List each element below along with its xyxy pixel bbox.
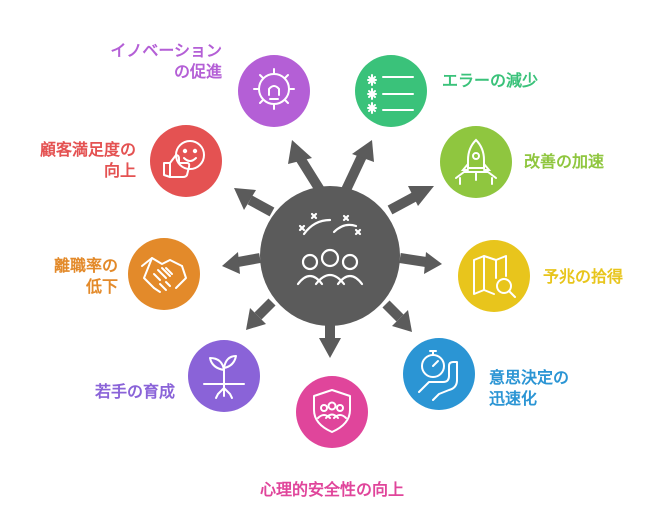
handshake-icon (141, 257, 187, 293)
satisfaction-node (150, 125, 222, 197)
arrow-improvement (387, 191, 419, 215)
satisfaction-label-line-1: 顧客満足度の (39, 140, 136, 159)
safety-label-line-1: 心理的安全性の向上 (259, 480, 404, 499)
innovation-label-line-1: イノベーション (110, 41, 222, 60)
team-celebration-icon (296, 212, 364, 286)
turnover-label-line-2: 低下 (85, 277, 118, 296)
arrow-errors (341, 153, 367, 193)
foresight-node (458, 240, 530, 312)
map-search-icon (473, 255, 516, 298)
hand-stopwatch-icon (418, 350, 458, 401)
decision-label: 意思決定の 迅速化 (489, 367, 569, 409)
improvement-label: 改善の加速 (524, 151, 604, 172)
innovation-node (238, 55, 310, 127)
shield-people-icon (313, 389, 351, 433)
thumbs-up-smile-icon (163, 140, 205, 178)
improvement-node (440, 126, 512, 198)
safety-node (296, 376, 368, 448)
center-hub (260, 186, 400, 326)
nurture-node (188, 340, 260, 412)
checklist-icon (367, 74, 414, 114)
nurture-label: 若手の育成 (60, 381, 175, 402)
arrow-foresight (399, 253, 427, 267)
errors-label: エラーの減少 (442, 70, 538, 91)
arrow-decision (382, 300, 404, 322)
rocket-launch-icon (455, 138, 497, 185)
sprout-icon (203, 355, 245, 399)
decision-label-line-2: 迅速化 (489, 389, 538, 408)
satisfaction-label-line-2: 向上 (103, 161, 136, 180)
turnover-node (128, 238, 200, 310)
arrow-turnover (237, 253, 261, 267)
turnover-label: 離職率の 低下 (20, 255, 118, 297)
foresight-label-line-1: 予兆の拾得 (543, 267, 624, 286)
innovation-label-line-2: の促進 (173, 62, 222, 81)
foresight-label: 予兆の拾得 (543, 266, 623, 287)
decision-label-line-1: 意思決定の (489, 368, 570, 387)
improvement-label-line-1: 改善の加速 (524, 152, 605, 171)
arrow-innovation (295, 155, 325, 193)
innovation-label: イノベーション の促進 (82, 40, 222, 82)
lightbulb-gear-icon (253, 68, 295, 110)
safety-label: 心理的安全性の向上 (232, 479, 432, 500)
nurture-label-line-1: 若手の育成 (94, 382, 175, 401)
arrow-satisfaction (247, 195, 275, 217)
errors-node (355, 55, 427, 127)
errors-label-line-1: エラーの減少 (442, 71, 539, 90)
decision-node (403, 338, 475, 410)
arrow-nurture (254, 298, 276, 320)
turnover-label-line-1: 離職率の (53, 256, 118, 275)
satisfaction-label: 顧客満足度の 向上 (10, 139, 136, 181)
